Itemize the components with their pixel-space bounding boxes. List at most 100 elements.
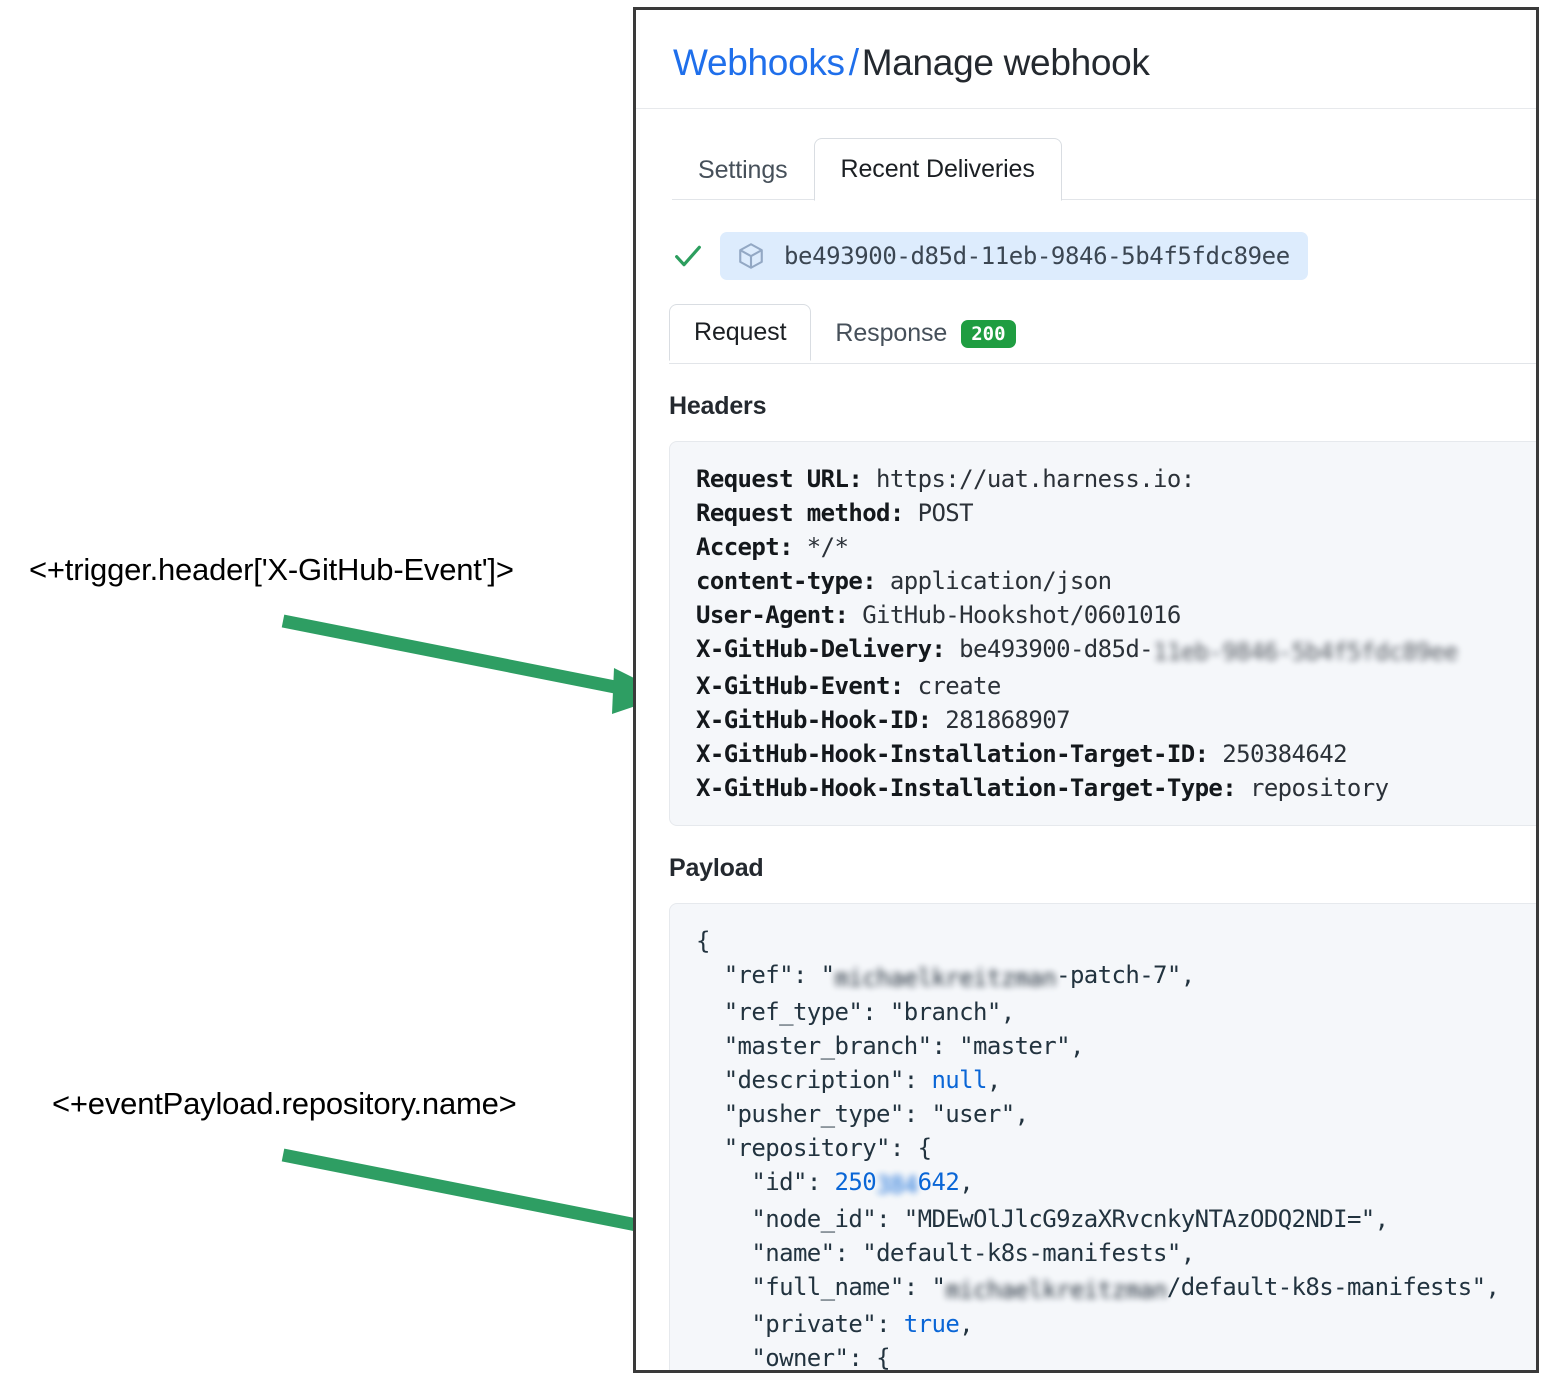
payload-code-block: { "ref": "michaelkreitzman-patch-7", "re… <box>669 903 1536 1373</box>
header-value: be493900-d85d- <box>945 635 1154 664</box>
payload-token: -patch-7" <box>1056 961 1181 990</box>
payload-token: , <box>959 1168 974 1197</box>
header-name: Request method: <box>696 499 904 528</box>
status-badge: 200 <box>961 319 1016 348</box>
payload-token: "ref" <box>723 961 794 990</box>
breadcrumb-webhooks-link[interactable]: Webhooks <box>673 42 845 83</box>
delivery-guid-chip[interactable]: be493900-d85d-11eb-9846-5b4f5fdc89ee <box>720 232 1308 281</box>
payload-token: , <box>1014 1100 1029 1129</box>
payload-token: "ref_type" <box>723 998 863 1027</box>
tab-response-label: Response <box>835 319 948 348</box>
payload-token: "id" <box>751 1168 807 1197</box>
payload-token: "name" <box>751 1239 835 1268</box>
header-name: Request URL: <box>696 465 863 494</box>
payload-token: "repository" <box>723 1134 891 1163</box>
payload-token: , <box>1485 1273 1500 1302</box>
tab-response[interactable]: Response 200 <box>811 306 1039 361</box>
tab-settings[interactable]: Settings <box>698 156 788 185</box>
redacted-text: 11eb-9846-5b4f5fdc89ee <box>1153 638 1458 667</box>
payload-token: : <box>862 998 890 1027</box>
webhook-panel: Webhooks/Manage webhook Settings Recent D… <box>633 7 1539 1373</box>
tab-request[interactable]: Request <box>669 304 812 362</box>
payload-token: , <box>986 1066 1001 1095</box>
breadcrumb-separator: / <box>848 42 859 83</box>
payload-token: : <box>903 1273 932 1302</box>
redacted-text: michaelkreitzman <box>945 1276 1167 1305</box>
payload-line: "repository": { <box>696 1131 1536 1165</box>
headers-code-block: Request URL: https://uat.harness.io:Requ… <box>669 441 1536 827</box>
payload-line: "owner": { <box>696 1341 1536 1373</box>
redacted-text: 384 <box>876 1171 918 1200</box>
cube-icon <box>739 243 763 270</box>
payload-token: "pusher_type" <box>723 1100 905 1129</box>
header-value: https://uat.harness.io: <box>862 465 1195 494</box>
payload-line: "ref_type": "branch", <box>696 995 1536 1029</box>
payload-token: "user" <box>931 1100 1015 1129</box>
payload-token: "branch" <box>889 998 1001 1027</box>
delivery-row[interactable]: be493900-d85d-11eb-9846-5b4f5fdc89ee <box>672 232 1536 281</box>
payload-line: "pusher_type": "user", <box>696 1097 1536 1131</box>
header-name: X-GitHub-Delivery: <box>696 635 946 664</box>
payload-token: : <box>848 1344 877 1373</box>
header-name: Accept: <box>696 533 794 562</box>
payload-token: true <box>903 1310 960 1339</box>
header-divider <box>636 108 1536 110</box>
payload-token: , <box>1000 998 1015 1027</box>
delivery-detail-tabs: Request Response 200 <box>636 304 1536 365</box>
payload-token: "master" <box>959 1032 1070 1061</box>
tab-request-label: Request <box>694 318 787 347</box>
payload-token: : <box>876 1310 904 1339</box>
header-line: X-GitHub-Delivery: be493900-d85d-11eb-98… <box>696 632 1536 669</box>
payload-token: "private" <box>751 1310 877 1339</box>
payload-token: : <box>903 1066 932 1095</box>
payload-token: "node_id" <box>751 1205 877 1234</box>
delivery-guid-text: be493900-d85d-11eb-9846-5b4f5fdc89ee <box>784 242 1290 271</box>
tab-recent-deliveries[interactable]: Recent Deliveries <box>813 138 1062 202</box>
payload-token: : <box>876 1205 904 1234</box>
header-name: X-GitHub-Hook-ID: <box>696 706 932 735</box>
payload-token: : <box>806 1168 835 1197</box>
header-name: User-Agent: <box>696 601 849 630</box>
payload-token: /default-k8s-manifests" <box>1166 1273 1486 1302</box>
payload-token: "master_branch" <box>723 1032 932 1061</box>
annotation-label-trigger-header: <+trigger.header['X-GitHub-Event']> <box>29 552 514 587</box>
payload-token: : <box>792 961 821 990</box>
header-value: repository <box>1236 774 1389 803</box>
payload-line: "private": true, <box>696 1307 1536 1341</box>
header-line: content-type: application/json <box>696 564 1536 598</box>
payload-token: { <box>917 1134 932 1163</box>
header-value: application/json <box>876 567 1112 596</box>
payload-token: , <box>1374 1205 1389 1234</box>
payload-token: , <box>1180 961 1195 990</box>
payload-token: { <box>876 1344 890 1373</box>
payload-token: , <box>959 1310 974 1339</box>
breadcrumb: Webhooks/Manage webhook <box>636 10 1536 86</box>
payload-token: "description" <box>723 1066 905 1095</box>
header-name: X-GitHub-Hook-Installation-Target-ID: <box>696 740 1209 769</box>
payload-token: "MDEwOlJlcG9zaXRvcnkyNTAzODQ2NDI=" <box>903 1205 1375 1234</box>
payload-token: "owner" <box>751 1344 849 1373</box>
payload-token: " <box>820 961 835 990</box>
payload-section-title: Payload <box>669 854 764 883</box>
payload-token: " <box>931 1273 946 1302</box>
payload-line: "node_id": "MDEwOlJlcG9zaXRvcnkyNTAzODQ2… <box>696 1202 1536 1236</box>
header-line: User-Agent: GitHub-Hookshot/0601016 <box>696 598 1536 632</box>
payload-token: : <box>889 1134 918 1163</box>
payload-token: , <box>1180 1239 1195 1268</box>
payload-line: "name": "default-k8s-manifests", <box>696 1236 1536 1270</box>
payload-token: "default-k8s-manifests" <box>862 1239 1181 1268</box>
header-line: Request URL: https://uat.harness.io: <box>696 462 1536 496</box>
header-name: X-GitHub-Event: <box>696 672 904 701</box>
page-title: Manage webhook <box>861 42 1150 83</box>
payload-token: : <box>931 1032 960 1061</box>
header-value: 281868907 <box>931 706 1070 735</box>
header-value: */* <box>792 533 849 562</box>
header-line: X-GitHub-Hook-Installation-Target-Type: … <box>696 771 1536 805</box>
payload-token: : <box>834 1239 863 1268</box>
header-line: X-GitHub-Hook-Installation-Target-ID: 25… <box>696 737 1536 771</box>
header-value: 250384642 <box>1208 740 1347 769</box>
arrow-to-x-github-event <box>281 614 668 714</box>
webhook-tabs: Settings Recent Deliveries <box>636 138 1536 202</box>
header-value: POST <box>903 499 974 528</box>
